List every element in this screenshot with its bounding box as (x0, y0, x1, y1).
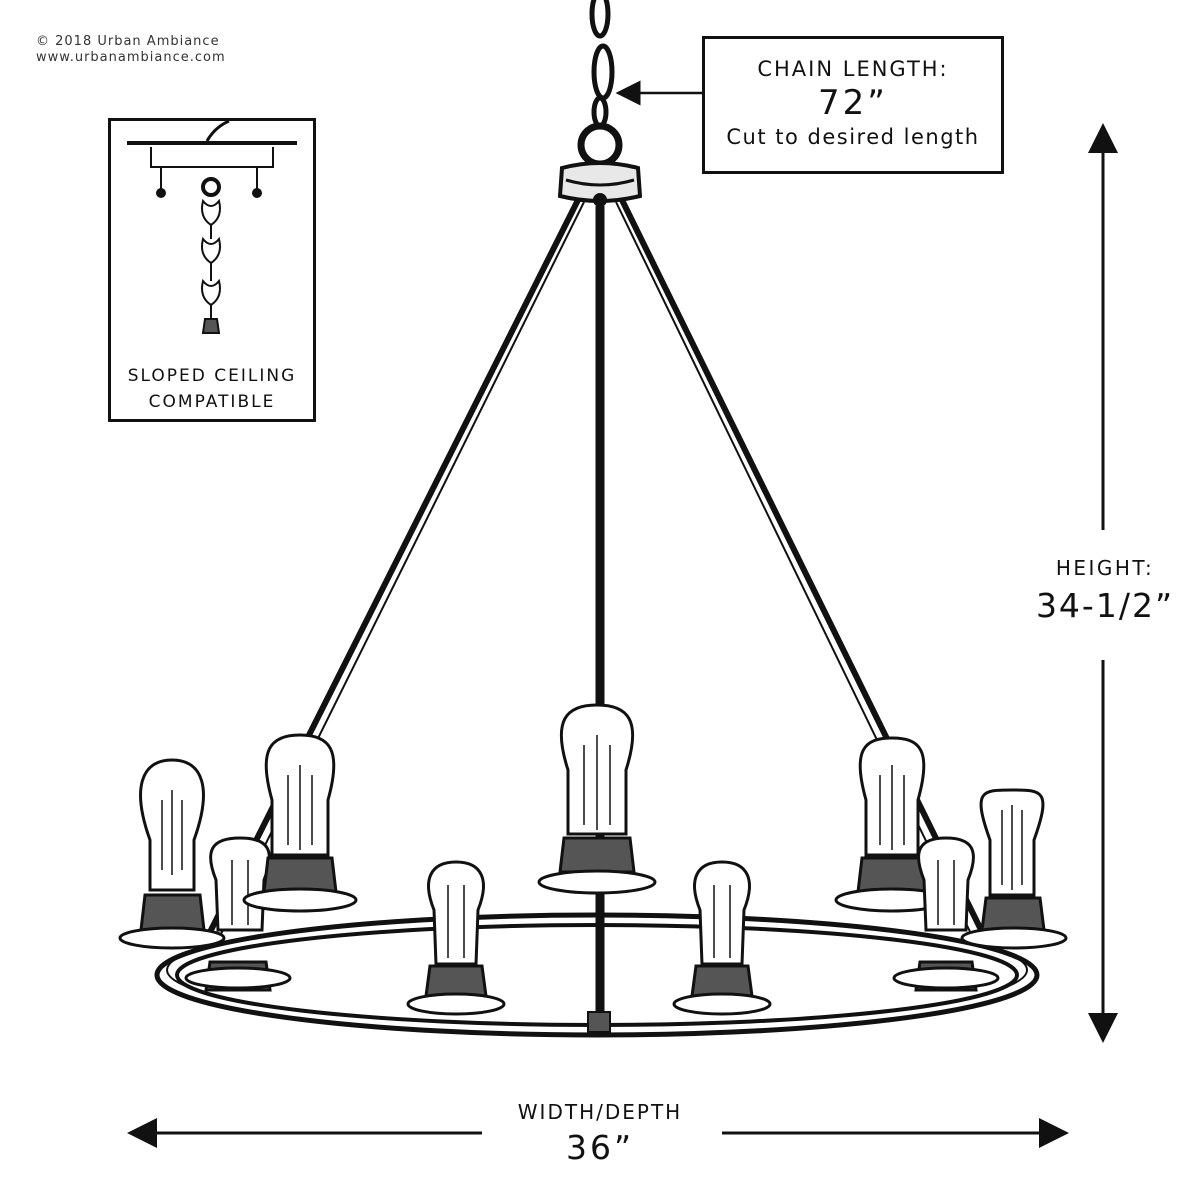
website-line: www.urbanambiance.com (36, 50, 226, 65)
bulb-front-right (672, 860, 772, 1016)
height-label: HEIGHT: (1055, 556, 1155, 580)
sloped-ceiling-caption: SLOPED CEILING COMPATIBLE (111, 363, 313, 415)
bulb-mid-left (242, 733, 358, 913)
chain-length-value: 72” (818, 83, 888, 123)
copyright-notice: © 2018 Urban Ambiance www.urbanambiance.… (36, 34, 226, 66)
width-label: WIDTH/DEPTH (517, 1100, 683, 1124)
bulb-left-outer (118, 758, 226, 950)
height-dimension: HEIGHT: 34-1/2” (1020, 556, 1190, 625)
chandelier-canopy (557, 122, 643, 207)
sloped-ceiling-line1: SLOPED CEILING (127, 366, 297, 386)
ring-center-fitting (587, 1011, 611, 1033)
sloped-ceiling-inset: SLOPED CEILING COMPATIBLE (108, 118, 316, 422)
sloped-ceiling-illustration (127, 121, 297, 334)
width-dimension: WIDTH/DEPTH 36” (470, 1100, 730, 1167)
bulb-right-inner (892, 836, 1000, 992)
chain-length-note: Cut to desired length (726, 125, 980, 149)
bulb-right-outer (960, 788, 1068, 950)
height-value: 34-1/2” (1035, 586, 1175, 625)
chain-length-label: CHAIN LENGTH: (757, 57, 949, 81)
bulb-front-left (406, 860, 506, 1016)
width-value: 36” (565, 1128, 635, 1167)
chain (589, 0, 615, 129)
bulb-center (537, 703, 657, 895)
bulbs (118, 703, 1068, 1016)
copyright-line: © 2018 Urban Ambiance (36, 34, 220, 49)
sloped-ceiling-line2: COMPATIBLE (148, 392, 276, 412)
chain-length-callout: CHAIN LENGTH: 72” Cut to desired length (702, 36, 1004, 174)
bulb-mid-right (834, 736, 950, 913)
